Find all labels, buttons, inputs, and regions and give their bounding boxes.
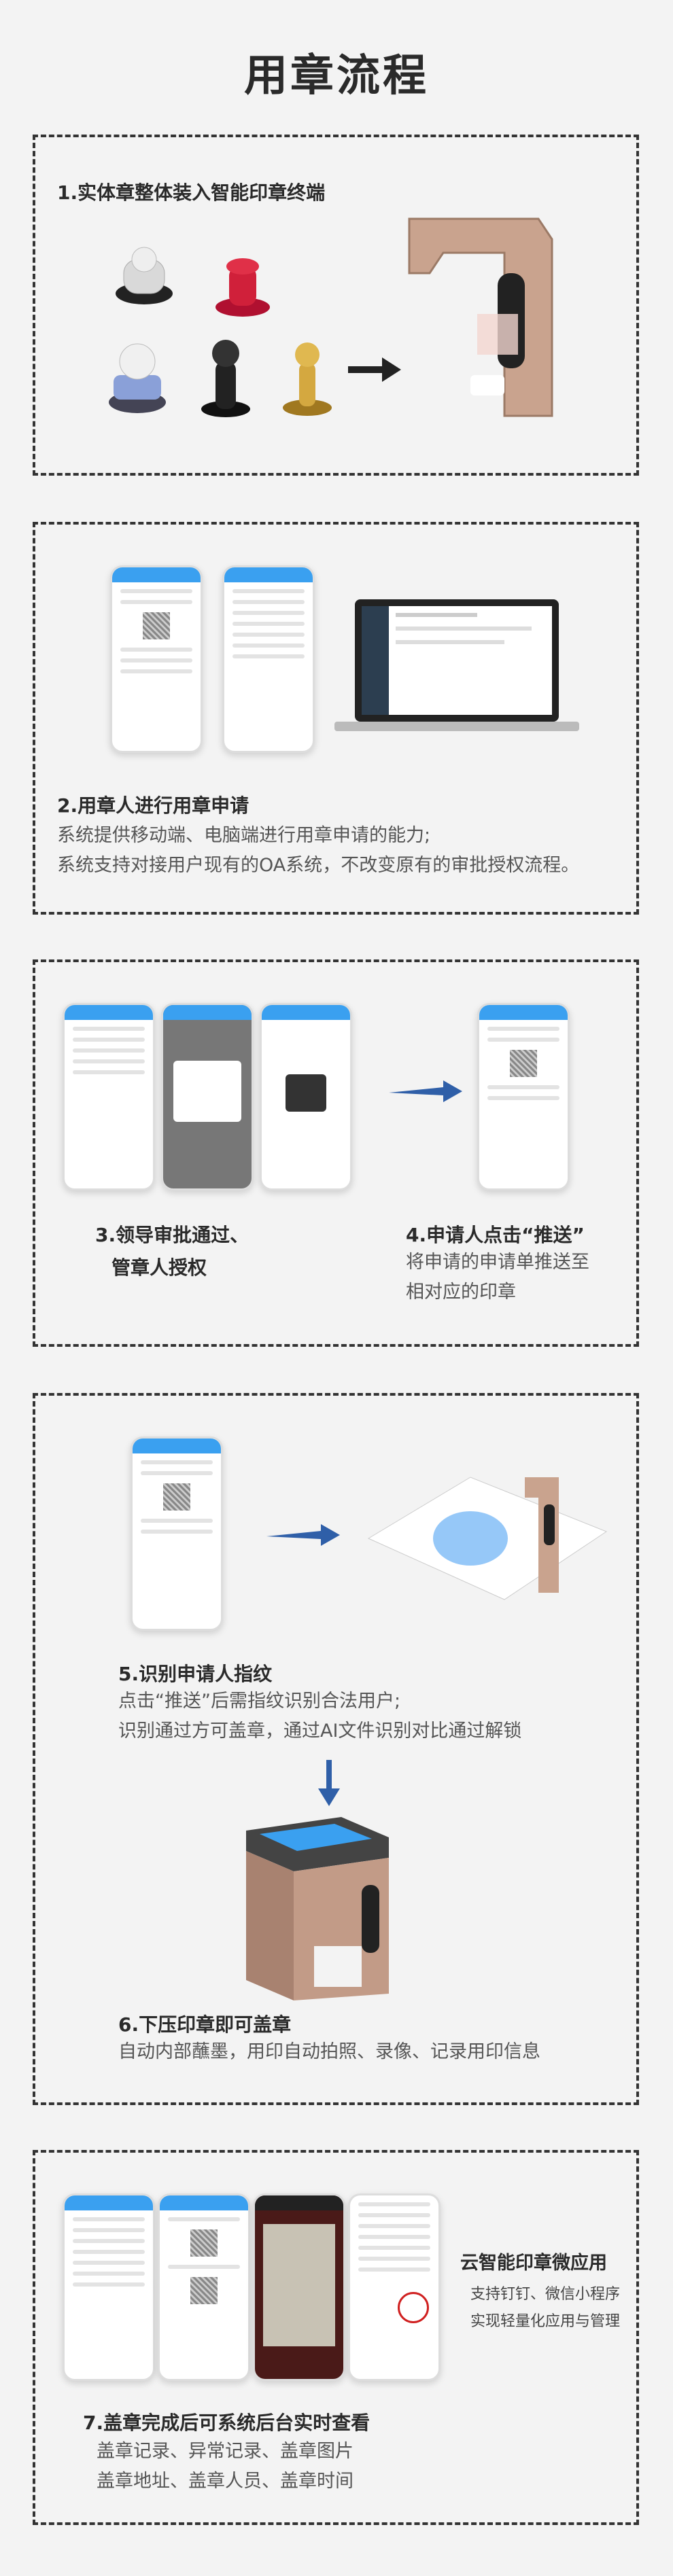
app-title: 云智能印章微应用 [460, 2253, 607, 2274]
laptop-apply-screenshot [334, 599, 579, 731]
push-screenshot [477, 1003, 570, 1190]
step4-line1: 将申请的申请单推送至 [406, 1252, 589, 1273]
right-arrow-icon [389, 1080, 462, 1102]
stamp-gold-icon [283, 342, 332, 416]
step2-title: 2.用章人进行用章申请 [57, 794, 249, 817]
right-arrow-icon [348, 357, 401, 382]
stamped-document-screenshot [348, 2193, 441, 2381]
approval-screenshot-3 [260, 1003, 352, 1190]
approval-screenshot-2 [161, 1003, 254, 1190]
step3-4-panel: 3.领导审批通过、 管章人授权 4.申请人点击“推送” 将申请的申请单推送至 相… [33, 959, 639, 1347]
app-line1: 支持钉钉、微信小程序 [470, 2286, 621, 2303]
stamp-black-icon [201, 340, 250, 417]
step5-title: 5.识别申请人指纹 [118, 1663, 273, 1685]
stamp-blue-icon [109, 343, 166, 413]
step2-line1: 系统提供移动端、电脑端进行用章申请的能力; [57, 825, 431, 846]
right-arrow-icon [266, 1524, 340, 1546]
step6-title: 6.下压印章即可盖章 [118, 2013, 292, 2036]
step1-title: 1.实体章整体装入智能印章终端 [57, 181, 326, 204]
step5-6-panel: 5.识别申请人指纹 点击“推送”后需指纹识别合法用户; 识别通过方可盖章，通过A… [33, 1393, 639, 2105]
record-screenshot-1 [63, 2193, 155, 2381]
photo-screenshot [253, 2193, 345, 2381]
step5-line2: 识别通过方可盖章，通过AI文件识别对比通过解锁 [118, 1721, 522, 1742]
step3-title-line1: 3.领导审批通过、 [95, 1224, 249, 1246]
step5-line1: 点击“推送”后需指纹识别合法用户; [118, 1691, 401, 1712]
ai-document-scan-image [367, 1477, 608, 1600]
step7-title: 7.盖章完成后可系统后台实时查看 [83, 2412, 370, 2434]
stamp-red-icon [215, 258, 270, 317]
step6-line1: 自动内部蘸墨，用印自动拍照、录像、记录用印信息 [118, 2041, 540, 2062]
step7-line2: 盖章地址、盖章人员、盖章时间 [97, 2471, 353, 2492]
approval-screenshot-1 [63, 1003, 155, 1190]
mobile-form-screenshot [222, 565, 315, 753]
smart-seal-device-image [246, 1817, 389, 2000]
stamp-clear-icon [116, 247, 173, 304]
step4-line2: 相对应的印章 [406, 1282, 516, 1303]
step7-panel: 云智能印章微应用 支持钉钉、微信小程序 实现轻量化应用与管理 7.盖章完成后可系… [33, 2150, 639, 2525]
app-line2: 实现轻量化应用与管理 [470, 2313, 621, 2330]
push-fingerprint-screenshot [131, 1436, 223, 1631]
step2-line2: 系统支持对接用户现有的OA系统，不改变原有的审批授权流程。 [57, 855, 580, 876]
smart-seal-terminal-image [408, 217, 553, 417]
page-title: 用章流程 [244, 51, 429, 101]
step4-title: 4.申请人点击“推送” [406, 1224, 585, 1246]
step7-line1: 盖章记录、异常记录、盖章图片 [97, 2441, 353, 2462]
step2-panel: 2.用章人进行用章申请 系统提供移动端、电脑端进行用章申请的能力; 系统支持对接… [33, 522, 639, 915]
step1-panel: 1.实体章整体装入智能印章终端 [33, 135, 639, 476]
step3-title-line2: 管章人授权 [111, 1256, 207, 1279]
mobile-apply-screenshot [110, 565, 203, 753]
stamps-illustration [109, 247, 332, 417]
record-screenshot-2 [158, 2193, 250, 2381]
down-arrow-icon [318, 1760, 340, 1806]
